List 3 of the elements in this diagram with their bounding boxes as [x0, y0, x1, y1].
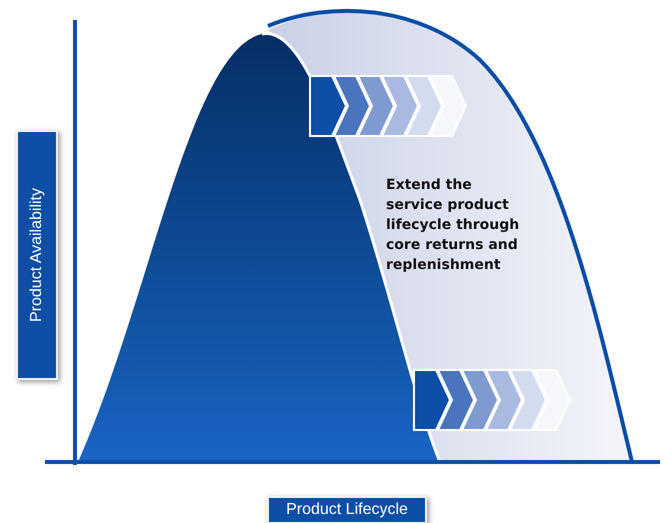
axis-label-box: Product Availability	[16, 130, 58, 380]
annotation-text: Extend the service product lifecycle through core returns and replenishment	[386, 176, 520, 275]
axis-label-box: Product Lifecycle	[267, 496, 427, 523]
